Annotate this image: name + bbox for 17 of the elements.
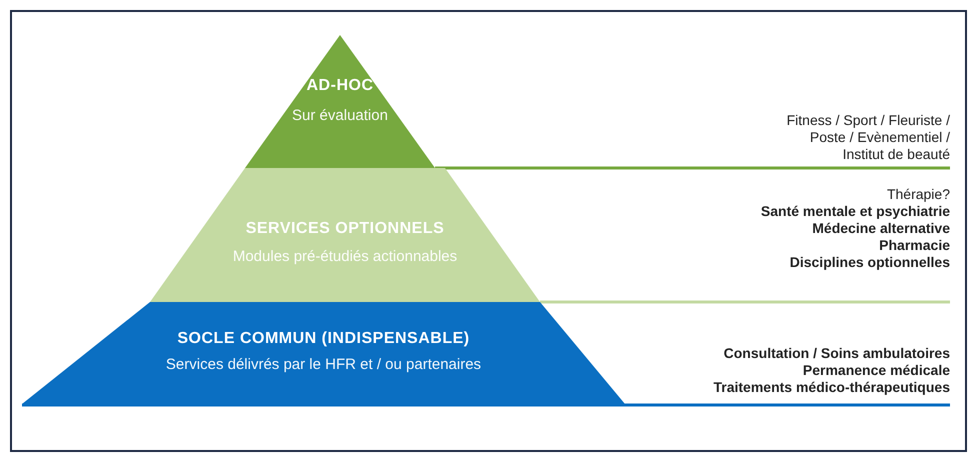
- pyramid-tier: [150, 168, 540, 302]
- side-note: Santé mentale et psychiatrie: [760, 203, 950, 220]
- tier-description: Services délivrés par le HFR et / ou partenaires: [164, 356, 482, 373]
- side-note: Fitness / Sport / Fleuriste / Poste / Evènementiel / Institut de beauté: [786, 112, 950, 163]
- side-note: Médecine alternative: [811, 220, 950, 237]
- side-note: Pharmacie: [878, 237, 950, 254]
- side-note: Permanence médicale: [802, 362, 950, 379]
- tier-heading: SERVICES OPTIONNELS: [244, 220, 446, 238]
- side-note: Thérapie?: [886, 186, 950, 203]
- tier-description: Sur évaluation: [291, 107, 389, 124]
- side-note: Traitements médico-thérapeutiques: [712, 379, 950, 396]
- tier-description: Modules pré-étudiés actionnables: [232, 248, 458, 265]
- pyramid-tier: [22, 302, 625, 404]
- side-note: Consultation / Soins ambulatoires: [722, 345, 950, 362]
- tier-heading: SOCLE COMMUN (INDISPENSABLE): [176, 330, 471, 348]
- tier-heading: AD-HOC: [306, 77, 374, 95]
- side-note: Disciplines optionnelles: [788, 254, 950, 271]
